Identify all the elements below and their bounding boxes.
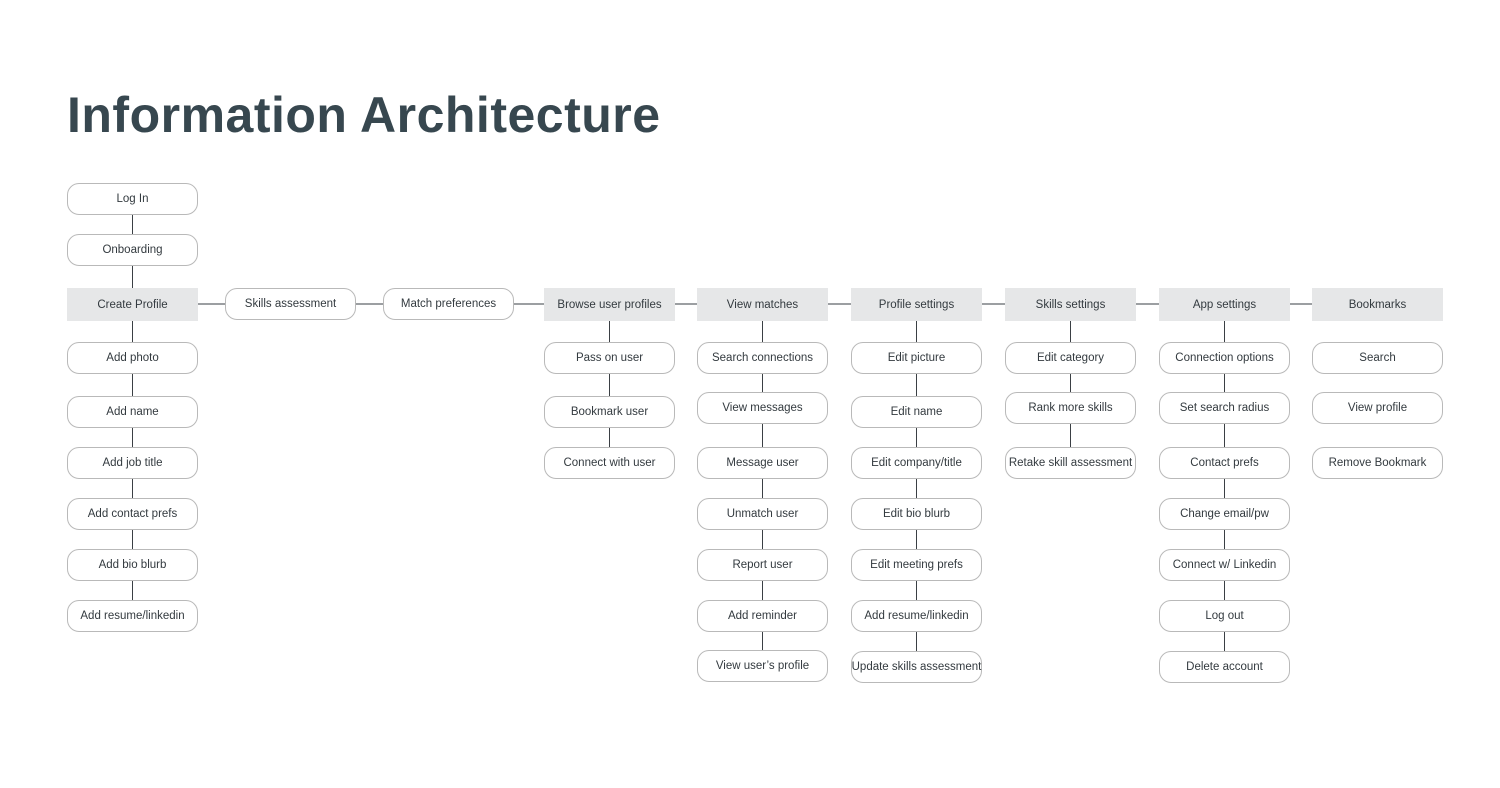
node-edit-name[interactable]: Edit name — [851, 396, 982, 428]
node-skills-assessment[interactable]: Skills assessment — [225, 288, 356, 320]
node-remove-bookmark[interactable]: Remove Bookmark — [1312, 447, 1443, 479]
node-add-resume-linkedin[interactable]: Add resume/linkedin — [67, 600, 198, 632]
page-title: Information Architecture — [67, 87, 661, 143]
category-skills-settings[interactable]: Skills settings — [1005, 288, 1136, 321]
node-view-profile[interactable]: View profile — [1312, 392, 1443, 424]
node-log-out[interactable]: Log out — [1159, 600, 1290, 632]
node-set-search-radius[interactable]: Set search radius — [1159, 392, 1290, 424]
node-add-name[interactable]: Add name — [67, 396, 198, 428]
category-create-profile[interactable]: Create Profile — [67, 288, 198, 321]
node-add-reminder[interactable]: Add reminder — [697, 600, 828, 632]
node-connect-with-user[interactable]: Connect with user — [544, 447, 675, 479]
category-bookmarks[interactable]: Bookmarks — [1312, 288, 1443, 321]
node-edit-picture[interactable]: Edit picture — [851, 342, 982, 374]
category-app-settings[interactable]: App settings — [1159, 288, 1290, 321]
node-edit-category[interactable]: Edit category — [1005, 342, 1136, 374]
category-browse-user-profiles[interactable]: Browse user profiles — [544, 288, 675, 321]
node-log-in[interactable]: Log In — [67, 183, 198, 215]
node-contact-prefs[interactable]: Contact prefs — [1159, 447, 1290, 479]
node-unmatch-user[interactable]: Unmatch user — [697, 498, 828, 530]
node-onboarding[interactable]: Onboarding — [67, 234, 198, 266]
node-bookmark-user[interactable]: Bookmark user — [544, 396, 675, 428]
node-edit-company-title[interactable]: Edit company/title — [851, 447, 982, 479]
category-profile-settings[interactable]: Profile settings — [851, 288, 982, 321]
node-delete-account[interactable]: Delete account — [1159, 651, 1290, 683]
node-message-user[interactable]: Message user — [697, 447, 828, 479]
node-match-preferences[interactable]: Match preferences — [383, 288, 514, 320]
node-connection-options[interactable]: Connection options — [1159, 342, 1290, 374]
node-search[interactable]: Search — [1312, 342, 1443, 374]
node-edit-meeting-prefs[interactable]: Edit meeting prefs — [851, 549, 982, 581]
node-view-user-s-profile[interactable]: View user’s profile — [697, 650, 828, 682]
node-add-bio-blurb[interactable]: Add bio blurb — [67, 549, 198, 581]
node-report-user[interactable]: Report user — [697, 549, 828, 581]
node-update-skills-assessment[interactable]: Update skills assessment — [851, 651, 982, 683]
node-pass-on-user[interactable]: Pass on user — [544, 342, 675, 374]
node-change-email-pw[interactable]: Change email/pw — [1159, 498, 1290, 530]
node-rank-more-skills[interactable]: Rank more skills — [1005, 392, 1136, 424]
node-add-photo[interactable]: Add photo — [67, 342, 198, 374]
node-view-messages[interactable]: View messages — [697, 392, 828, 424]
node-retake-skill-assessment[interactable]: Retake skill assessment — [1005, 447, 1136, 479]
node-add-contact-prefs[interactable]: Add contact prefs — [67, 498, 198, 530]
node-connect-w-linkedin[interactable]: Connect w/ Linkedin — [1159, 549, 1290, 581]
node-add-job-title[interactable]: Add job title — [67, 447, 198, 479]
node-add-resume-linkedin[interactable]: Add resume/linkedin — [851, 600, 982, 632]
node-edit-bio-blurb[interactable]: Edit bio blurb — [851, 498, 982, 530]
node-search-connections[interactable]: Search connections — [697, 342, 828, 374]
category-view-matches[interactable]: View matches — [697, 288, 828, 321]
